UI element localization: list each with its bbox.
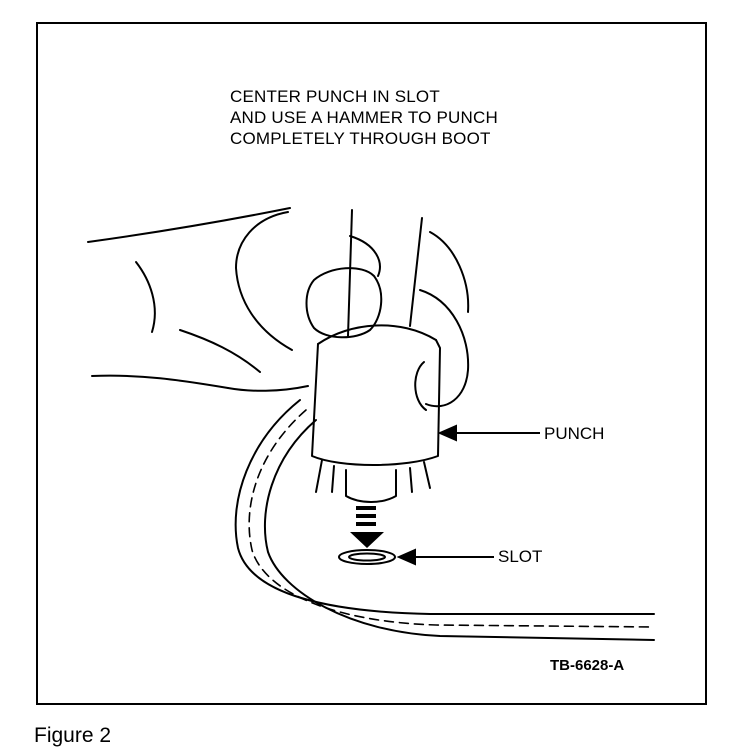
down-arrow-icon [350,532,384,548]
punch-body [311,339,441,466]
reference-code: TB-6628-A [550,657,625,674]
punch-tip [345,469,397,503]
punch-prong-left-2 [331,465,335,493]
punch-arrowhead-icon [437,424,457,442]
figure-caption: Figure 2 [34,724,112,747]
punch-prong-right-2 [423,461,431,489]
motion-dash [356,506,376,510]
forearm-top [87,207,291,243]
slot-outline [338,549,396,565]
thumbnail [305,267,383,339]
thumb-knuckle [349,235,381,277]
finger-upper [429,231,470,313]
punch-prong-left [315,459,323,493]
punch-collar [317,324,437,345]
punch-grip-notch [414,361,427,411]
punch-prong-right [409,467,413,493]
forearm-bottom [91,374,229,389]
instruction-line: AND USE A HAMMER TO PUNCH [230,108,498,127]
palm-lower [227,385,309,392]
boot-inner-line [263,419,655,641]
figure-frame [36,22,707,705]
thumb-outline [235,211,293,351]
palm-line [135,261,156,333]
motion-dash [356,514,376,518]
boot-dashed-line [248,409,655,628]
slot-label: SLOT [498,547,543,566]
motion-marks [350,506,384,548]
motion-dash [356,522,376,526]
slot-inner [348,552,386,562]
punch-shaft-right [409,217,423,327]
instruction-line: CENTER PUNCH IN SLOT [230,87,440,106]
instruction-line: COMPLETELY THROUGH BOOT [230,129,491,148]
palm-crease [179,329,261,373]
finger-front [419,289,470,408]
boot-outer-line [234,399,655,615]
punch-shaft-left [347,209,353,337]
punch-label: PUNCH [544,424,605,443]
instruction-text: CENTER PUNCH IN SLOT AND USE A HAMMER TO… [230,86,498,149]
slot-arrowhead-icon [396,548,416,566]
